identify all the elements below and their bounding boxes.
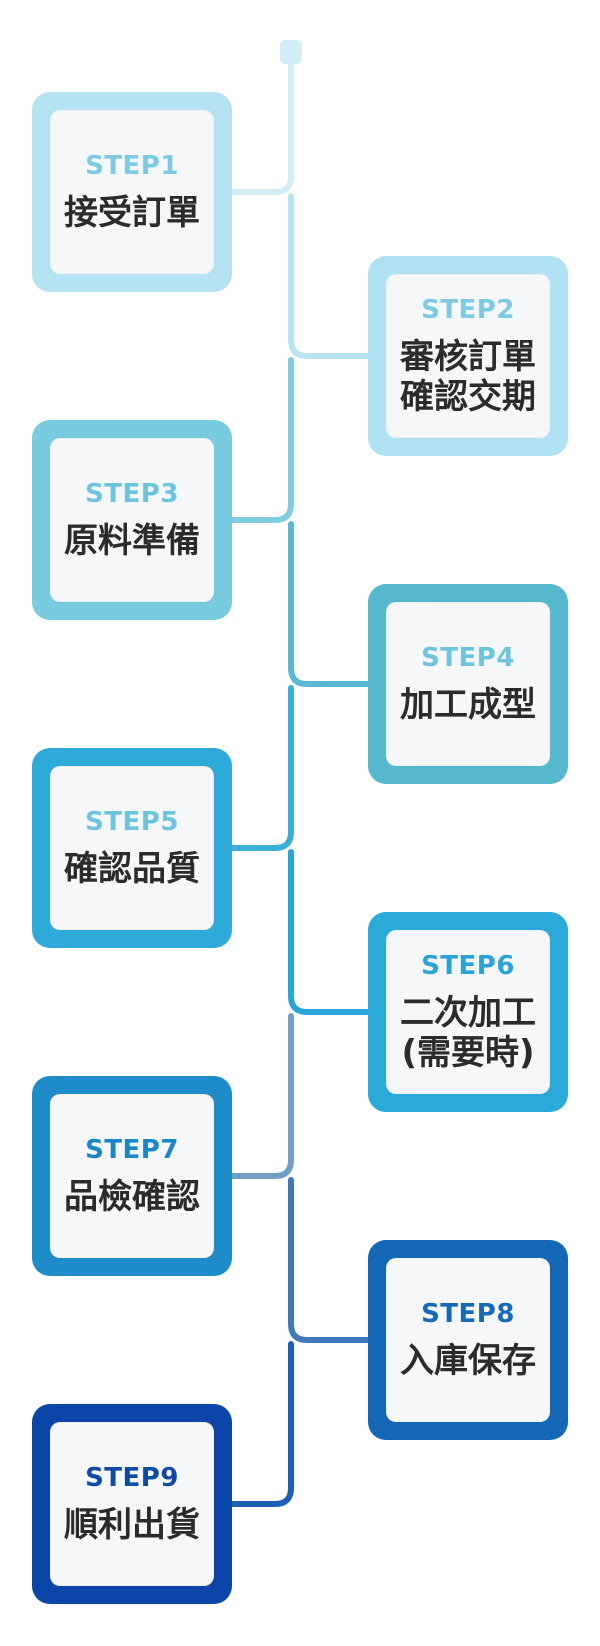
step-4-card: STEP4 加工成型 [386, 602, 550, 766]
connector-4 [288, 521, 371, 687]
step-2-text-line-2: 確認交期 [400, 377, 536, 417]
connector-9 [229, 1341, 294, 1507]
connector-3 [229, 357, 294, 523]
step-6-box: STEP6 二次加工 (需要時) [368, 912, 568, 1112]
step-8-box: STEP8 入庫保存 [368, 1240, 568, 1440]
step-3-card: STEP3 原料準備 [50, 438, 214, 602]
step-2-text-line-1: 審核訂單 [400, 336, 536, 377]
step-8-text-line-1: 入庫保存 [400, 1340, 536, 1381]
step-8-card: STEP8 入庫保存 [386, 1258, 550, 1422]
step-7-box: STEP7 品檢確認 [32, 1076, 232, 1276]
step-7-text-line-1: 品檢確認 [64, 1176, 200, 1217]
connector-2 [288, 193, 371, 359]
line-start-cap [280, 40, 302, 64]
step-6-label: STEP6 [421, 950, 515, 981]
step-6-text-line-2: (需要時) [401, 1033, 535, 1073]
step-4-text-line-1: 加工成型 [400, 684, 536, 725]
step-2-card: STEP2 審核訂單 確認交期 [386, 274, 550, 438]
step-5-text-line-1: 確認品質 [64, 848, 200, 889]
step-8-label: STEP8 [421, 1298, 515, 1329]
step-9-box: STEP9 順利出貨 [32, 1404, 232, 1604]
connector-7 [229, 1013, 294, 1179]
step-5-box: STEP5 確認品質 [32, 748, 232, 948]
step-9-text-line-1: 順利出貨 [64, 1504, 200, 1545]
step-9-label: STEP9 [85, 1462, 179, 1493]
step-4-box: STEP4 加工成型 [368, 584, 568, 784]
connector-6 [288, 849, 371, 1015]
step-3-box: STEP3 原料準備 [32, 420, 232, 620]
step-5-label: STEP5 [85, 806, 179, 837]
step-9-card: STEP9 順利出貨 [50, 1422, 214, 1586]
step-6-text-line-1: 二次加工 [400, 992, 536, 1033]
connector-8 [288, 1177, 371, 1343]
step-1-text-line-1: 接受訂單 [64, 192, 200, 233]
connector-5 [229, 685, 294, 851]
step-7-card: STEP7 品檢確認 [50, 1094, 214, 1258]
step-6-card: STEP6 二次加工 (需要時) [386, 930, 550, 1094]
connector-1 [229, 57, 294, 195]
step-2-label: STEP2 [421, 294, 515, 325]
step-7-label: STEP7 [85, 1134, 179, 1165]
step-5-card: STEP5 確認品質 [50, 766, 214, 930]
step-4-label: STEP4 [421, 642, 515, 673]
step-2-box: STEP2 審核訂單 確認交期 [368, 256, 568, 456]
step-3-text-line-1: 原料準備 [64, 520, 200, 561]
step-1-card: STEP1 接受訂單 [50, 110, 214, 274]
step-1-label: STEP1 [85, 150, 179, 181]
step-3-label: STEP3 [85, 478, 179, 509]
step-1-box: STEP1 接受訂單 [32, 92, 232, 292]
